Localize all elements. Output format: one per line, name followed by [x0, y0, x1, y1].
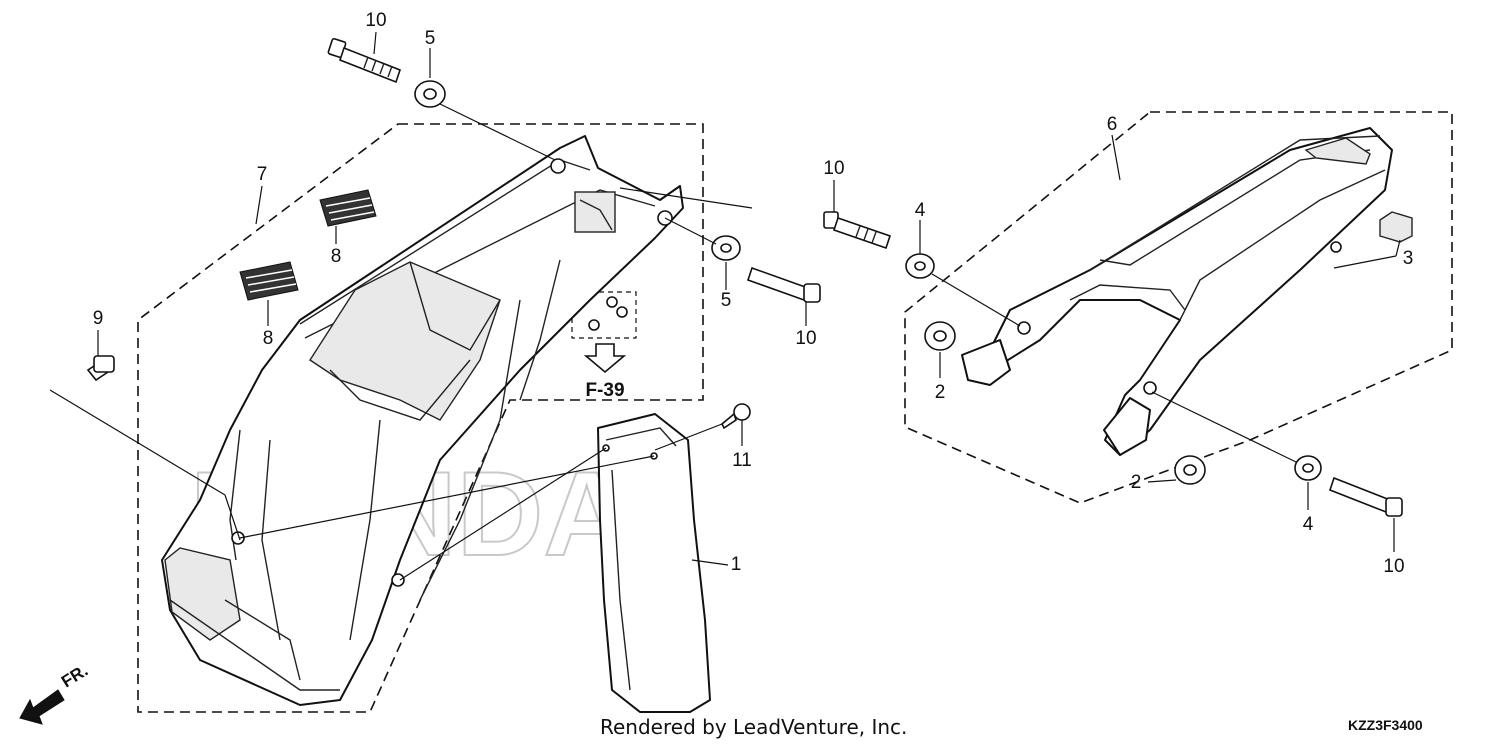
callout-2-right[interactable]: 2	[1131, 472, 1142, 493]
reference-label-f39[interactable]: F-39	[585, 380, 624, 401]
bolt-part-10-mid[interactable]	[746, 266, 821, 303]
bolt-part-10-lower[interactable]	[1329, 476, 1403, 517]
callout-7[interactable]: 7	[257, 164, 268, 185]
footer-credit: Rendered by LeadVenture, Inc.	[600, 715, 907, 739]
screw-part-11[interactable]	[721, 403, 751, 430]
leader-lines	[49, 31, 1401, 581]
grommet-part-4-lower[interactable]	[1294, 455, 1322, 481]
seat-cowl-part-6[interactable]	[961, 127, 1393, 456]
left-assembly-boundary	[137, 123, 704, 713]
rear-fender-part-7[interactable]	[161, 135, 684, 706]
cushion-part-3[interactable]	[1379, 211, 1413, 243]
callout-5-top[interactable]: 5	[425, 28, 436, 49]
grommet-part-5-top[interactable]	[414, 80, 446, 108]
callout-9[interactable]: 9	[93, 308, 104, 329]
callout-3[interactable]: 3	[1403, 248, 1414, 269]
right-assembly-boundary	[904, 111, 1453, 504]
callout-10-mid[interactable]: 10	[795, 328, 816, 349]
bolt-part-9[interactable]	[86, 355, 115, 382]
grommet-part-4-upper[interactable]	[905, 253, 935, 279]
callout-10-right[interactable]: 10	[823, 158, 844, 179]
callout-2-left[interactable]: 2	[935, 382, 946, 403]
grommet-part-5-mid[interactable]	[711, 235, 741, 261]
mud-flap-part-1[interactable]	[597, 413, 711, 713]
grommet-part-2-right[interactable]	[1174, 455, 1206, 485]
callout-4-upper[interactable]: 4	[915, 200, 926, 221]
grommet-part-2-left[interactable]	[924, 321, 956, 351]
callout-5-mid[interactable]: 5	[721, 290, 732, 311]
callout-1[interactable]: 1	[731, 554, 742, 575]
pad-part-8-upper[interactable]	[319, 189, 377, 227]
pad-part-8-lower[interactable]	[239, 261, 299, 301]
callout-10-top[interactable]: 10	[365, 10, 386, 31]
callout-8-lower[interactable]: 8	[263, 328, 274, 349]
front-direction-label: FR.	[58, 661, 91, 692]
callout-4-lower[interactable]: 4	[1303, 514, 1314, 535]
arrow-down-icon	[583, 343, 627, 374]
bolt-part-10-right[interactable]	[823, 211, 892, 250]
f39-reference-box	[571, 291, 637, 339]
callout-8-upper[interactable]: 8	[331, 246, 342, 267]
bolt-part-10-top[interactable]	[327, 37, 401, 84]
callout-6[interactable]: 6	[1107, 114, 1118, 135]
front-direction-arrow-icon	[19, 689, 65, 725]
f39-screws[interactable]	[588, 296, 628, 331]
callout-10-lower[interactable]: 10	[1383, 556, 1404, 577]
callout-11[interactable]: 11	[732, 450, 752, 471]
diagram-code: KZZ3F3400	[1348, 717, 1423, 733]
